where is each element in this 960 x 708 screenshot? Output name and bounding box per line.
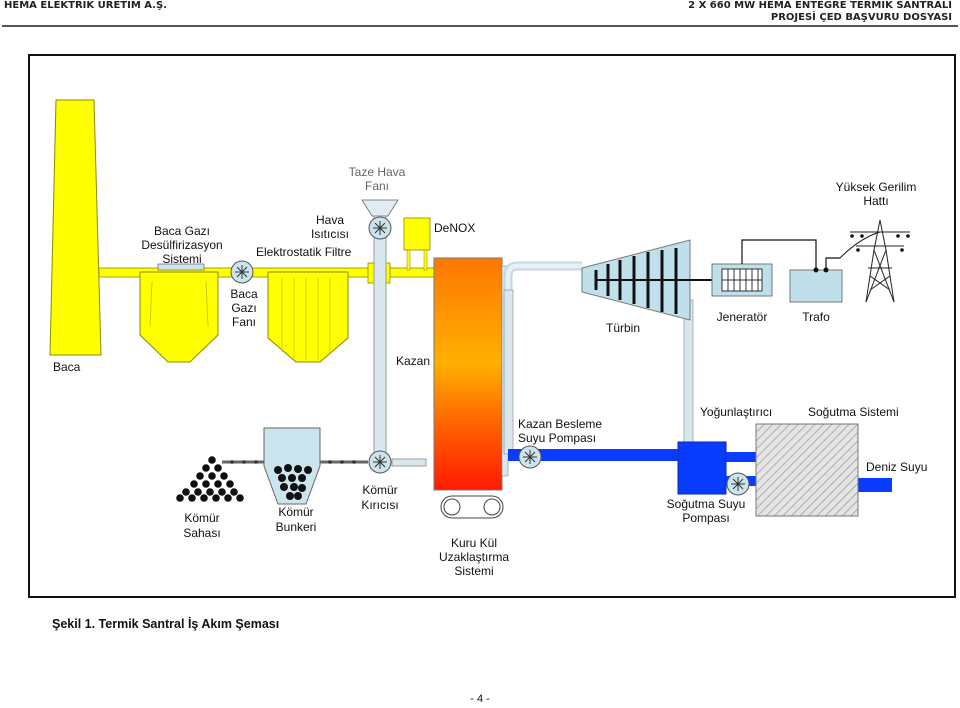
label-esp: Elektrostatik Filtre bbox=[256, 245, 352, 259]
label-ash-1: Kuru Kül bbox=[451, 536, 497, 550]
fresh-air-section bbox=[361, 199, 399, 467]
label-ash-3: Sistemi bbox=[454, 564, 493, 578]
label-kazan: Kazan bbox=[396, 354, 430, 368]
air-duct bbox=[373, 215, 387, 467]
chimney bbox=[49, 99, 102, 356]
boiler-section bbox=[433, 257, 509, 519]
label-bunker-2: Bunkeri bbox=[276, 520, 317, 534]
label-yard-2: Sahası bbox=[183, 526, 220, 540]
label-feed-2: Suyu Pompası bbox=[518, 431, 596, 445]
label-trafo: Trafo bbox=[802, 310, 830, 324]
label-feed-1: Kazan Besleme bbox=[518, 417, 602, 431]
coal-section bbox=[176, 427, 427, 505]
page-number: - 4 - bbox=[470, 693, 490, 705]
header-document-title: PROJESİ ÇED BAŞVURU DOSYASI bbox=[770, 12, 952, 23]
label-cw-1: Soğutma Suyu bbox=[667, 497, 746, 511]
label-cooling-system: Soğutma Sistemi bbox=[808, 405, 899, 419]
generator-lead bbox=[741, 239, 817, 270]
cooling-system bbox=[755, 423, 859, 517]
steam-water-circuit bbox=[503, 219, 910, 517]
label-jenerator: Jeneratör bbox=[717, 310, 768, 324]
figure-caption: Şekil 1. Termik Santral İş Akım Şeması bbox=[52, 617, 280, 631]
label-denox: DeNOX bbox=[434, 221, 475, 235]
flue-gas-section bbox=[49, 99, 435, 363]
coal-yard-pile bbox=[176, 456, 244, 502]
header-project-title: 2 X 660 MW HEMA ENTEGRE TERMİK SANTRALİ bbox=[688, 0, 952, 11]
label-fan-3: Fanı bbox=[232, 315, 256, 329]
label-ash-2: Uzaklaştırma bbox=[439, 550, 509, 564]
label-sea: Deniz Suyu bbox=[866, 460, 927, 474]
denox-unit bbox=[403, 217, 431, 251]
label-condenser: Yoğunlaştırıcı bbox=[700, 405, 772, 419]
label-fan-2: Gazı bbox=[231, 301, 256, 315]
feed-water-line bbox=[508, 449, 678, 461]
boiler bbox=[433, 257, 503, 491]
label-desulf-3: Sistemi bbox=[162, 252, 201, 266]
label-fresh-1: Taze Hava bbox=[349, 165, 406, 179]
condenser bbox=[677, 441, 727, 495]
desulfurization-unit bbox=[139, 271, 219, 363]
header-rule bbox=[2, 25, 958, 27]
label-bunker-1: Kömür bbox=[278, 505, 313, 519]
label-heater-2: Isıtıcısı bbox=[311, 227, 349, 241]
label-crusher-2: Kırıcısı bbox=[361, 498, 398, 512]
label-fresh-2: Fanı bbox=[365, 179, 389, 193]
label-heater-1: Hava bbox=[316, 213, 344, 227]
label-turbin: Türbin bbox=[606, 321, 640, 335]
label-cw-2: Pompası bbox=[682, 511, 729, 525]
label-baca: Baca bbox=[53, 360, 81, 374]
transformer bbox=[789, 269, 843, 303]
label-yard-1: Kömür bbox=[184, 511, 219, 525]
desulfurization-sprayer bbox=[157, 263, 205, 271]
label-hv-1: Yüksek Gerilim bbox=[836, 180, 917, 194]
transmission-tower bbox=[850, 219, 910, 303]
label-desulf-2: Desülfirizasyon bbox=[141, 238, 222, 252]
diagram-labels: Baca Baca Gazı Desülfirizasyon Sistemi B… bbox=[53, 165, 927, 578]
diagram-frame bbox=[28, 54, 956, 598]
ash-conveyor bbox=[440, 495, 504, 519]
label-hv-2: Hattı bbox=[863, 194, 888, 208]
label-fan-1: Baca bbox=[230, 287, 258, 301]
label-desulf-1: Baca Gazı bbox=[154, 224, 210, 238]
sea-water-outlet bbox=[856, 478, 892, 492]
label-crusher-1: Kömür bbox=[362, 483, 397, 497]
electrostatic-filter bbox=[267, 271, 349, 363]
header-company: HEMA ELEKTRİK ÜRETİM A.Ş. bbox=[4, 0, 167, 11]
coal-bunker bbox=[263, 427, 321, 505]
